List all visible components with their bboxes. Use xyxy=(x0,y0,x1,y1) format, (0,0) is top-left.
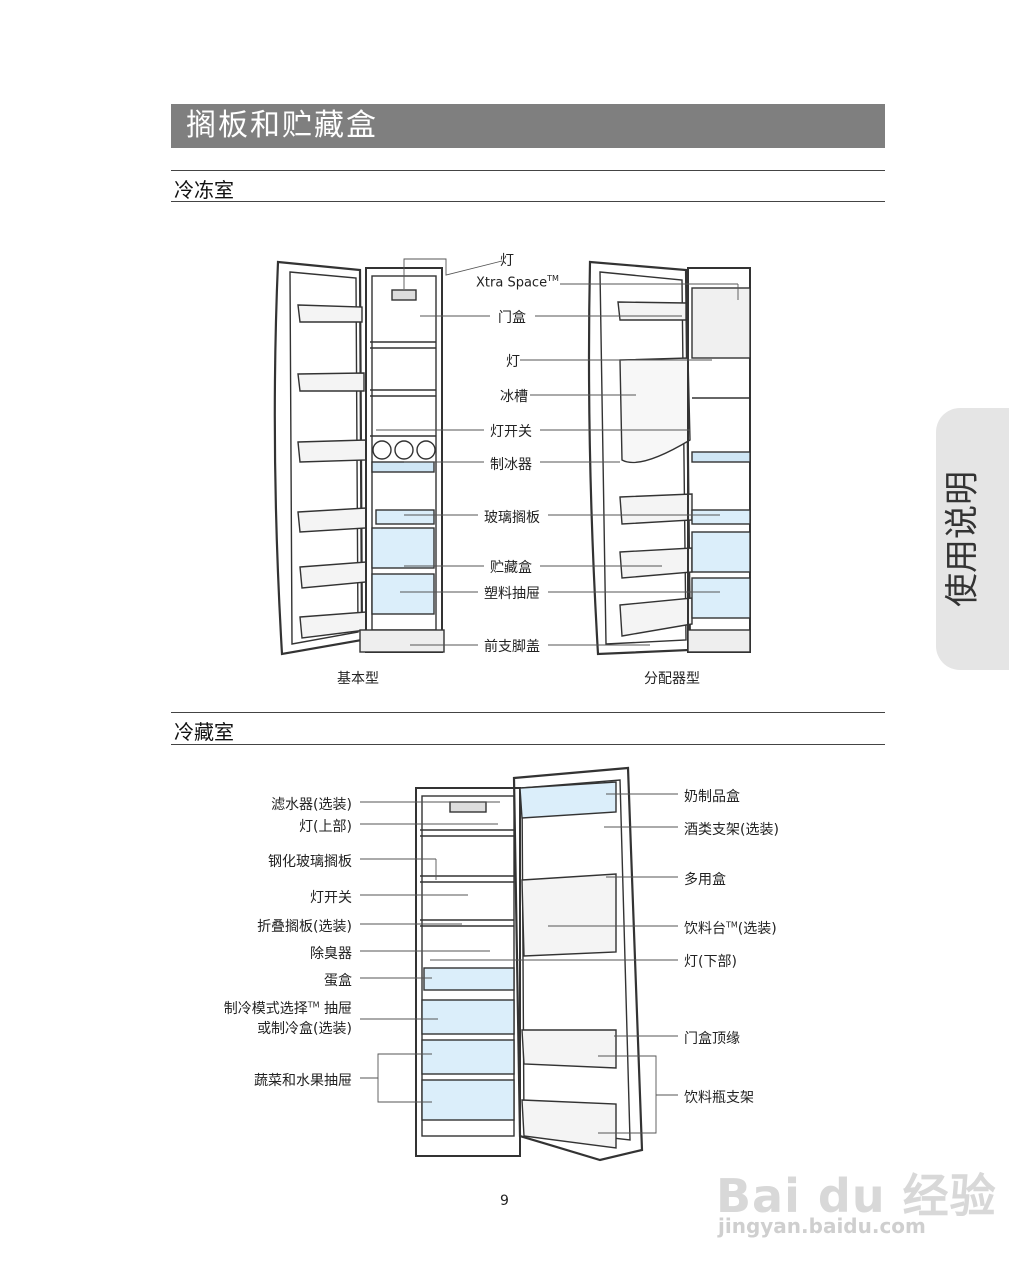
label-tempered-glass-shelf: 钢化玻璃搁板 xyxy=(268,851,352,871)
label-ice-chute: 冰槽 xyxy=(500,386,528,406)
label-egg-box: 蛋盒 xyxy=(324,970,352,990)
label-front-leg-cover: 前支脚盖 xyxy=(484,636,540,656)
label-deodorizer: 除臭器 xyxy=(310,943,352,963)
label-door-bin-top: 门盒顶缘 xyxy=(684,1028,740,1048)
label-light-switch: 灯开关 xyxy=(310,887,352,907)
label-wine-rack: 酒类支架(选装) xyxy=(684,819,779,839)
label-bottle-rack: 饮料瓶支架 xyxy=(684,1087,754,1107)
caption-basic-model: 基本型 xyxy=(337,668,379,688)
caption-dispenser-model: 分配器型 xyxy=(644,668,700,688)
label-folding-shelf: 折叠搁板(选装) xyxy=(257,916,352,936)
label-lamp-upper: 灯(上部) xyxy=(299,816,352,836)
label-cool-select-drawer: 制冷模式选择TM 抽屉 xyxy=(224,998,352,1018)
label-lamp: 灯 xyxy=(500,250,514,270)
label-xtra-space: Xtra SpaceTM xyxy=(476,274,559,290)
label-water-filter: 滤水器(选装) xyxy=(271,794,352,814)
label-light-switch: 灯开关 xyxy=(490,421,532,441)
label-beverage-station: 饮料台TM(选装) xyxy=(684,918,777,938)
label-veg-fruit-drawer: 蔬菜和水果抽屉 xyxy=(254,1070,352,1090)
side-tab xyxy=(936,408,1009,670)
label-plastic-drawer: 塑料抽屉 xyxy=(484,583,540,603)
label-multi-box: 多用盒 xyxy=(684,869,726,889)
label-lamp-lower: 灯(下部) xyxy=(684,951,737,971)
label-storage-bin: 贮藏盒 xyxy=(490,557,532,577)
label-cool-box: 或制冷盒(选装) xyxy=(257,1018,352,1038)
freezer-dispenser-illustration xyxy=(589,262,750,654)
label-door-bin: 门盒 xyxy=(498,307,526,327)
label-ice-maker: 制冰器 xyxy=(490,454,532,474)
label-glass-shelf: 玻璃搁板 xyxy=(484,507,540,527)
watermark-url: jingyan.baidu.com xyxy=(718,1214,926,1238)
label-dairy-box: 奶制品盒 xyxy=(684,786,740,806)
freezer-basic-illustration xyxy=(275,262,444,654)
label-lamp-2: 灯 xyxy=(506,351,520,371)
